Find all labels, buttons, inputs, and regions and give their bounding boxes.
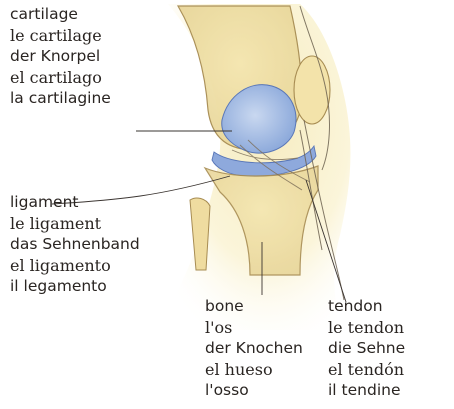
ligament-label-fr: le ligament: [10, 213, 140, 234]
tendon-label-de: die Sehne: [328, 338, 405, 359]
ligament-label-it: il legamento: [10, 276, 140, 297]
cartilage-label-it: la cartilagine: [10, 88, 111, 109]
bone-label-it: l'osso: [205, 380, 303, 401]
ligament-label-group: ligament le ligament das Sehnenband el l…: [10, 192, 140, 297]
cartilage-label-es: el cartilago: [10, 67, 111, 88]
ligament-label-de: das Sehnenband: [10, 234, 140, 255]
ligament-label-es: el ligamento: [10, 255, 140, 276]
ligament-label-en: ligament: [10, 192, 140, 213]
cartilage-label-de: der Knorpel: [10, 46, 111, 67]
tendon-label-es: el tendón: [328, 359, 405, 380]
bone-label-es: el hueso: [205, 359, 303, 380]
tendon-label-it: il tendine: [328, 380, 405, 401]
bone-label-fr: l'os: [205, 317, 303, 338]
cartilage-label-fr: le cartilage: [10, 25, 111, 46]
patella-bone: [294, 56, 330, 124]
bone-label-group: bone l'os der Knochen el hueso l'osso: [205, 296, 303, 401]
bone-label-de: der Knochen: [205, 338, 303, 359]
tendon-label-en: tendon: [328, 296, 405, 317]
bone-label-en: bone: [205, 296, 303, 317]
tendon-label-group: tendon le tendon die Sehne el tendón il …: [328, 296, 405, 401]
cartilage-label-group: cartilage le cartilage der Knorpel el ca…: [10, 4, 111, 109]
cartilage-label-en: cartilage: [10, 4, 111, 25]
tendon-label-fr: le tendon: [328, 317, 405, 338]
